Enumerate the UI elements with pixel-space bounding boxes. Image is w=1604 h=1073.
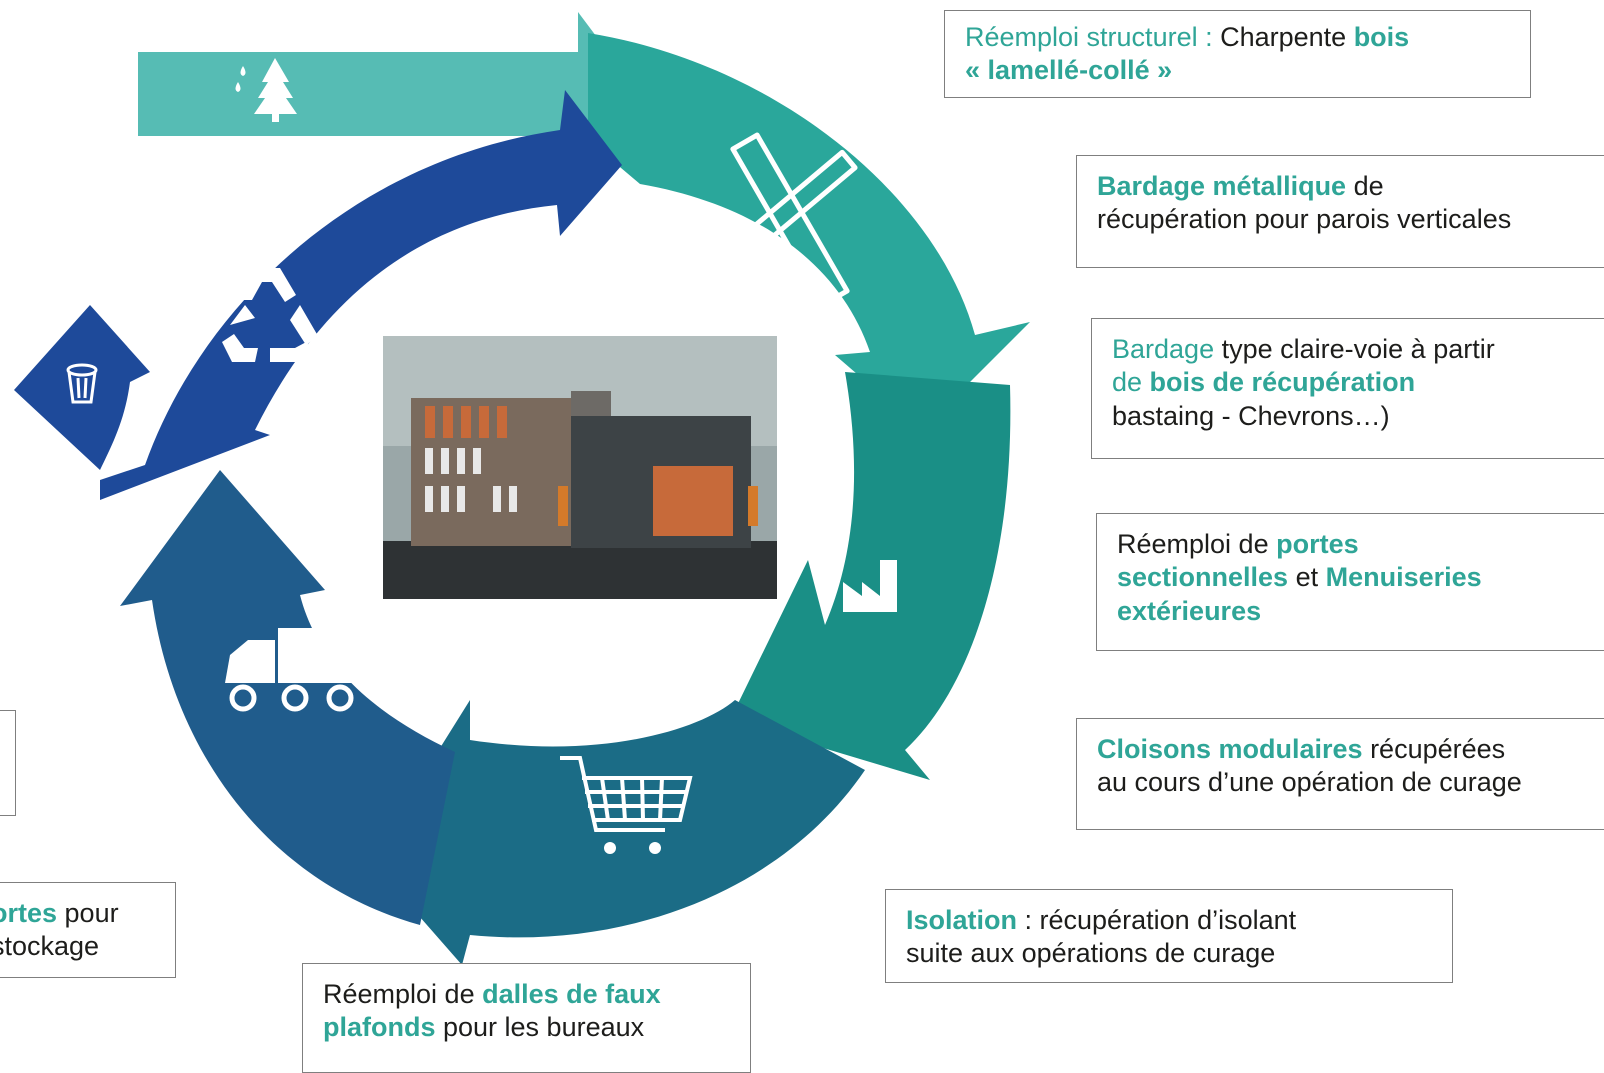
- callout-portes-sectionnelles: Réemploi de portes sectionnelles et Menu…: [1096, 513, 1604, 651]
- callout-cropped-left: [0, 710, 16, 816]
- arrow-upper-left-head: [14, 305, 150, 470]
- callout-isolation: Isolation : récupération d’isolant suite…: [885, 889, 1453, 983]
- callout-portes-stockage: ortes pour stockage: [0, 882, 176, 978]
- arrow-right-lower: [730, 372, 1011, 780]
- arrow-upper-left: [100, 90, 622, 500]
- callout-bardage-metallique: Bardage métallique de récupération pour …: [1076, 155, 1604, 268]
- trash-bin-icon: [66, 363, 98, 404]
- factory-icon: [843, 560, 897, 612]
- arrow-bottom: [370, 700, 865, 965]
- ruler-pencil-icon: [730, 132, 858, 308]
- callout-cloisons-modulaires: Cloisons modulaires récupérées au cours …: [1076, 718, 1604, 830]
- callout-charpente: Réemploi structurel : Charpente bois « l…: [944, 10, 1531, 98]
- callout-dalles-faux-plafonds: Réemploi de dalles de faux plafonds pour…: [302, 963, 751, 1073]
- building-photo: [383, 336, 777, 599]
- arrow-top: [138, 12, 626, 140]
- shopping-cart-icon: [560, 756, 693, 854]
- recycle-icon: [222, 268, 318, 362]
- tree-water-icon: [235, 58, 297, 122]
- callout-bardage-claire-voie: Bardage type claire-voie à partir de boi…: [1091, 318, 1604, 459]
- arrow-right-upper: [588, 33, 1030, 430]
- truck-icon: [225, 628, 358, 712]
